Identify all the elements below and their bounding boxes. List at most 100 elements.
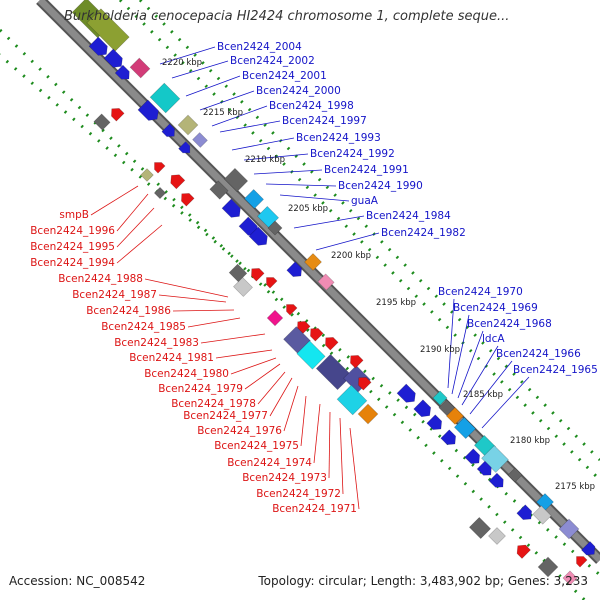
reverse-label-leader	[158, 294, 227, 303]
reverse-gene-label: Bcen2424_1977	[183, 410, 268, 422]
forward-label-leader	[185, 75, 241, 97]
reverse-gene-label: Bcen2424_1988	[58, 273, 143, 285]
gene-feature	[558, 518, 580, 540]
reverse-label-leader	[313, 403, 321, 464]
gene-shape	[296, 340, 326, 370]
forward-gene-label: Bcen2424_1965	[513, 364, 598, 376]
reverse-gene-arrow	[358, 377, 372, 391]
forward-label-leader	[481, 376, 530, 429]
gene-shape	[576, 556, 588, 568]
gene-feature	[481, 445, 509, 473]
gene-shape	[440, 429, 456, 445]
reverse-label-leader	[328, 411, 331, 479]
forward-gene-arrow	[476, 460, 492, 476]
reverse-gene-label: Bcen2424_1987	[72, 289, 157, 301]
forward-label-leader	[265, 183, 337, 187]
forward-gene-arrow	[440, 429, 456, 445]
gene-shape	[149, 82, 181, 114]
forward-gene-label: Bcen2424_2000	[256, 85, 341, 97]
forward-gene-arrow	[137, 99, 159, 121]
reverse-label-leader	[300, 395, 307, 447]
reverse-label-leader	[172, 309, 235, 312]
forward-label-leader	[451, 314, 470, 395]
forward-gene-label: Bcen2424_2004	[217, 41, 302, 53]
forward-gene-arrow	[464, 448, 480, 464]
forward-label-leader	[211, 105, 268, 127]
gene-shape	[153, 186, 167, 200]
gene-shape	[177, 114, 199, 136]
gene-feature	[537, 556, 559, 578]
kbp-label: 2195 kbp	[376, 298, 416, 308]
forward-gene-arrow	[488, 472, 504, 488]
gene-feature	[296, 340, 326, 370]
forward-gene-label: Bcen2424_1990	[338, 180, 423, 192]
gene-shape	[248, 226, 268, 246]
reverse-gene-arrow	[310, 328, 324, 342]
forward-gene-arrow	[178, 141, 191, 154]
forward-gene-label: Bcen2424_1997	[282, 115, 367, 127]
reverse-gene-label: Bcen2424_1973	[242, 472, 327, 484]
kbp-label: 2175 kbp	[555, 482, 595, 492]
forward-gene-label: Bcen2424_1993	[296, 132, 381, 144]
kbp-label: 2190 kbp	[420, 345, 460, 355]
gene-shape	[317, 273, 335, 291]
gene-feature	[266, 309, 284, 327]
gene-shape	[426, 414, 442, 430]
gene-feature	[507, 467, 523, 483]
gene-shape	[516, 544, 531, 559]
gene-shape	[481, 445, 509, 473]
gene-feature	[432, 390, 448, 406]
kbp-label: 2180 kbp	[510, 436, 550, 446]
forward-gene-label: Bcen2424_1984	[366, 210, 451, 222]
forward-label-leader	[279, 194, 350, 202]
accession-text: Accession: NC_008542	[9, 574, 146, 588]
reverse-label-leader	[144, 278, 229, 298]
gene-feature	[532, 505, 552, 525]
forward-label-leader	[171, 60, 229, 79]
forward-label-leader	[253, 169, 323, 175]
reverse-gene-arrow	[350, 355, 364, 369]
gene-shape	[358, 377, 372, 391]
gene-feature	[304, 253, 322, 271]
reverse-label-leader	[257, 371, 286, 405]
gene-shape	[266, 277, 278, 289]
forward-gene-arrow	[161, 123, 175, 137]
reverse-label-leader	[230, 357, 277, 375]
reverse-label-leader	[244, 363, 281, 390]
reverse-label-leader	[200, 333, 266, 344]
forward-gene-label: Bcen2424_1970	[438, 286, 523, 298]
gene-shape	[315, 353, 353, 391]
reverse-gene-arrow	[111, 108, 125, 122]
gene-shape	[476, 460, 492, 476]
reverse-gene-label: Bcen2424_1981	[129, 352, 214, 364]
kbp-label: 2205 kbp	[288, 204, 328, 214]
gene-shape	[129, 57, 151, 79]
gene-feature	[192, 132, 208, 148]
reverse-gene-label: Bcen2424_1975	[214, 440, 299, 452]
forward-label-leader	[457, 330, 484, 399]
gene-shape	[432, 390, 448, 406]
gene-feature	[315, 353, 353, 391]
gene-shape	[310, 328, 324, 342]
gene-shape	[286, 261, 302, 277]
gene-shape	[336, 384, 368, 416]
gene-feature	[153, 186, 167, 200]
gene-shape	[464, 448, 480, 464]
reverse-label-leader	[339, 417, 344, 495]
forward-gene-label: Bcen2424_1969	[453, 302, 538, 314]
gene-feature	[209, 180, 229, 200]
gene-shape	[223, 167, 249, 193]
forward-gene-arrow	[396, 383, 416, 403]
gene-shape	[532, 505, 552, 525]
gene-shape	[304, 253, 322, 271]
gene-shape	[88, 36, 108, 56]
gene-shape	[357, 403, 379, 425]
reverse-label-leader	[90, 185, 139, 216]
forward-label-leader	[447, 298, 455, 389]
forward-label-leader	[293, 215, 365, 229]
reverse-gene-label: Bcen2424_1971	[272, 503, 357, 515]
gene-shape	[446, 407, 464, 425]
reverse-gene-label: Bcen2424_1983	[114, 337, 199, 349]
gene-feature	[468, 516, 492, 540]
reverse-gene-arrow	[576, 556, 588, 568]
